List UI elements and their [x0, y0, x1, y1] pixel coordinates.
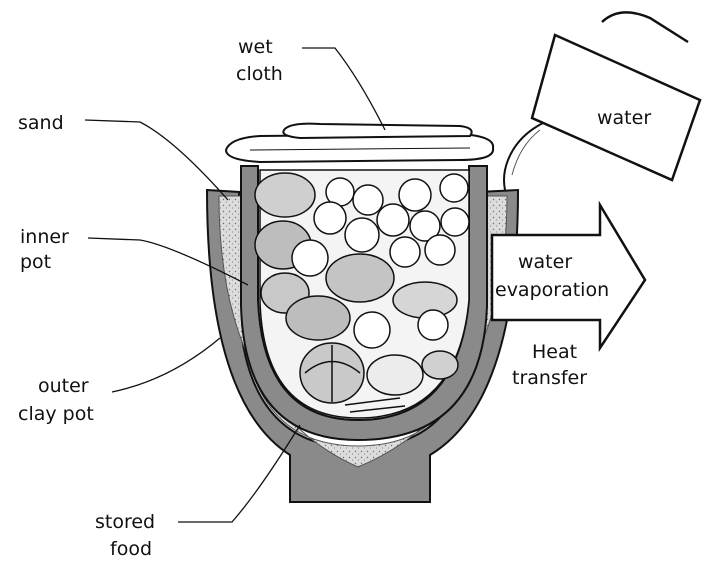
food-item [367, 355, 423, 395]
food-item [377, 204, 409, 236]
food-item [314, 202, 346, 234]
label-water: water [597, 107, 651, 129]
label-evaporation: evaporation [495, 279, 609, 301]
wet-cloth [226, 124, 493, 162]
food-item [354, 312, 390, 348]
label-food: food [110, 538, 152, 560]
food-item [425, 235, 455, 265]
label-clay-pot: clay pot [18, 403, 94, 425]
water-stream [504, 122, 545, 190]
label-transfer: transfer [512, 367, 587, 389]
label-cloth: cloth [236, 63, 283, 85]
label-sand: sand [18, 112, 64, 134]
label-pot: pot [20, 251, 51, 273]
label-evap-water: water [518, 251, 572, 273]
stored-food-contents [255, 170, 469, 418]
label-stored: stored [95, 511, 155, 533]
food-item [286, 296, 350, 340]
food-item [390, 237, 420, 267]
food-item [345, 218, 379, 252]
food-item [292, 240, 328, 276]
food-item [440, 174, 468, 202]
leader-wet-cloth [302, 48, 385, 130]
label-inner: inner [20, 226, 69, 248]
food-item [418, 310, 448, 340]
water-jug [532, 12, 700, 180]
label-heat: Heat [532, 341, 577, 363]
food-item [255, 173, 315, 217]
label-outer: outer [38, 375, 89, 397]
food-item [441, 208, 469, 236]
food-item [399, 179, 431, 211]
food-item [326, 254, 394, 302]
leader-sand [85, 120, 228, 200]
leader-outer-clay-pot [112, 338, 220, 392]
food-item [422, 351, 458, 379]
food-item [353, 185, 383, 215]
label-wet: wet [238, 36, 273, 58]
